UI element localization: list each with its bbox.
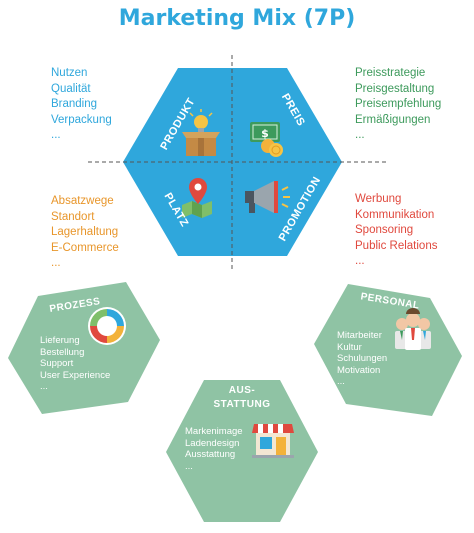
promotion-list: Werbung Kommunikation Sponsoring Public … <box>355 192 437 270</box>
list-item: Schulungen <box>337 353 388 364</box>
list-item: Branding <box>51 98 98 110</box>
list-item: Preisempfehlung <box>355 98 442 110</box>
list-item: Standort <box>51 210 95 223</box>
list-item: ... <box>185 460 193 472</box>
list-item: Qualität <box>51 82 91 95</box>
list-item: ... <box>40 381 48 392</box>
list-item: Sponsoring <box>355 224 414 236</box>
list-item: Ausstattung <box>185 449 236 460</box>
cycle-arrows-icon <box>88 307 126 345</box>
list-item: Lieferung <box>40 335 80 346</box>
list-item: ... <box>51 257 61 269</box>
list-item: User Experience <box>40 369 111 381</box>
personal-hexagon <box>314 284 462 416</box>
list-item: Verpackung <box>51 113 112 126</box>
list-item: Kommunikation <box>355 208 435 221</box>
list-item: Mitarbeiter <box>337 330 382 341</box>
ausstattung-title: AUS- STATTUNG <box>192 384 292 412</box>
list-item: ... <box>337 376 345 387</box>
produkt-list: Nutzen Qualität Branding Verpackung ... <box>51 66 112 144</box>
list-item: ... <box>355 255 365 267</box>
personal-list: Mitarbeiter Kultur Schulungen Motivation… <box>337 330 387 388</box>
ausstattung-title-line1: AUS- <box>228 385 256 396</box>
prozess-list: Lieferung Bestellung Support User Experi… <box>40 335 110 393</box>
preis-list: Preisstrategie Preisgestaltung Preisempf… <box>355 66 441 144</box>
list-item: Support <box>40 358 74 369</box>
svg-text:$: $ <box>261 127 269 140</box>
map-pin-icon <box>182 178 212 218</box>
list-item: Markenimage <box>185 426 243 437</box>
list-item: Motivation <box>337 364 381 376</box>
storefront-icon <box>252 424 294 458</box>
megaphone-icon <box>245 181 290 213</box>
list-item: Kultur <box>337 341 362 353</box>
list-item: Bestellung <box>40 346 85 358</box>
platz-list: Absatzwege Standort Lagerhaltung E-Comme… <box>51 194 119 272</box>
ausstattung-list: Markenimage Ladendesign Ausstattung ... <box>185 426 243 472</box>
page-title: Marketing Mix (7P) <box>118 6 356 31</box>
list-item: Lagerhaltung <box>51 226 119 238</box>
ausstattung-title-line2: STATTUNG <box>213 399 271 410</box>
list-item: Werbung <box>355 193 402 205</box>
list-item: Nutzen <box>51 67 88 79</box>
list-item: Public Relations <box>355 239 438 252</box>
list-item: Preisgestaltung <box>355 82 435 95</box>
list-item: Ladendesign <box>185 437 240 449</box>
ausstattung-hexagon <box>166 380 318 522</box>
people-group-icon <box>395 308 431 350</box>
list-item: ... <box>355 129 365 141</box>
list-item: Preisstrategie <box>355 67 426 79</box>
lightbulb-box-icon <box>182 109 220 156</box>
money-coins-icon: $ <box>250 122 283 157</box>
list-item: ... <box>51 129 61 141</box>
list-item: Absatzwege <box>51 195 114 207</box>
list-item: E-Commerce <box>51 241 119 254</box>
list-item: Ermäßigungen <box>355 113 431 126</box>
